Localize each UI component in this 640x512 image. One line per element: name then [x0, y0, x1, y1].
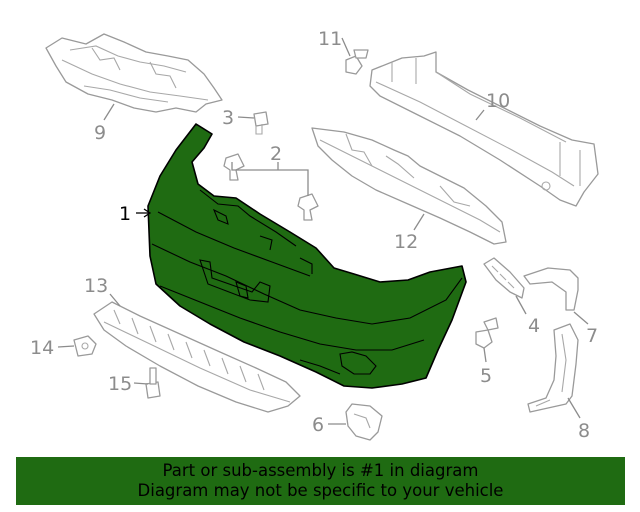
- leader-1-arrow: [143, 208, 152, 218]
- leader-2: [231, 162, 309, 196]
- fastener-14: [73, 335, 97, 357]
- info-banner: Part or sub-assembly is #1 in diagram Di…: [16, 457, 625, 505]
- fastener-3: [253, 111, 269, 135]
- callout-11: 11: [318, 28, 342, 50]
- leader-7: [573, 311, 589, 325]
- callout-10: 10: [486, 90, 510, 112]
- part-8-side-bracket: [527, 323, 579, 413]
- callout-12: 12: [394, 231, 418, 253]
- leader-5: [483, 347, 487, 363]
- leader-11: [341, 37, 351, 57]
- part-9-deflector: [45, 33, 223, 113]
- callout-3: 3: [222, 107, 234, 129]
- leader-3: [237, 116, 255, 119]
- leader-8: [567, 397, 581, 419]
- callout-14: 14: [30, 337, 54, 359]
- part-10-reinforcement: [369, 51, 599, 207]
- fastener-5: [475, 317, 499, 349]
- part-1-bumper-cover[interactable]: [147, 123, 467, 389]
- callout-6: 6: [312, 414, 324, 436]
- fastener-15: [145, 367, 161, 399]
- leader-14: [57, 345, 75, 348]
- fastener-2b: [297, 193, 319, 221]
- leader-13: [109, 293, 121, 307]
- parts-diagram: 1 2 3 4 5 6 7 8 9 10 11 12 13 14 15: [30, 28, 599, 442]
- part-7-bracket: [523, 267, 579, 311]
- banner-line-1: Part or sub-assembly is #1 in diagram: [162, 461, 479, 480]
- callout-9: 9: [94, 122, 106, 144]
- leader-10: [475, 109, 485, 121]
- part-6-bezel: [345, 403, 383, 441]
- leader-12: [413, 213, 425, 231]
- callout-13: 13: [84, 275, 108, 297]
- callout-2: 2: [270, 143, 282, 165]
- leader-15: [133, 382, 149, 385]
- leader-4: [515, 295, 527, 315]
- fastener-11: [345, 49, 369, 75]
- fastener-2a: [223, 153, 245, 181]
- callout-8: 8: [578, 420, 590, 442]
- callout-1: 1: [119, 203, 131, 225]
- callout-4: 4: [528, 315, 540, 337]
- part-12-absorber: [311, 127, 507, 245]
- callout-15: 15: [108, 373, 132, 395]
- part-4-retainer: [483, 257, 525, 299]
- callout-7: 7: [586, 325, 598, 347]
- leader-9: [103, 103, 115, 121]
- callout-5: 5: [480, 365, 492, 387]
- banner-line-2: Diagram may not be specific to your vehi…: [137, 481, 504, 500]
- part-13-lower-deflector: [93, 301, 301, 413]
